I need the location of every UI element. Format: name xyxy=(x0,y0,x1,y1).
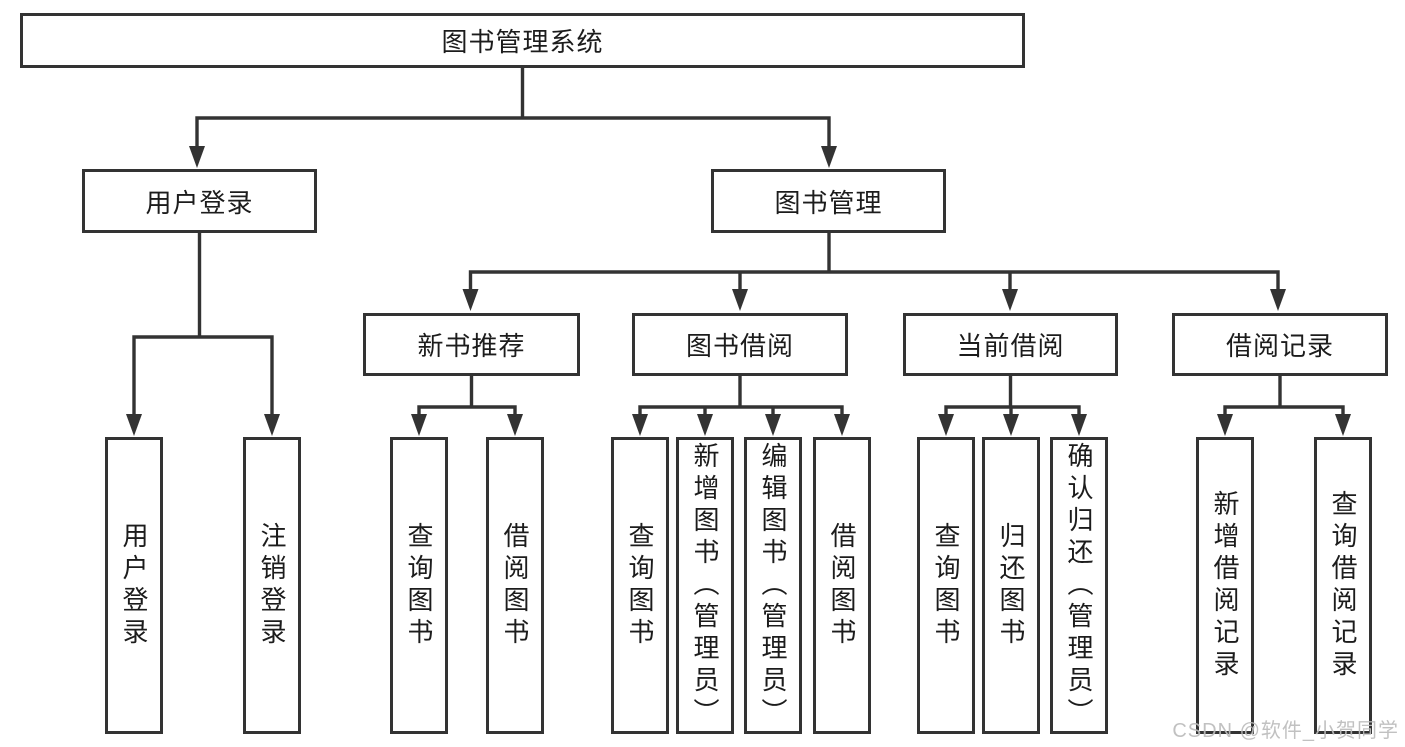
leaf-label: 新增借阅记录 xyxy=(1210,489,1240,682)
node-library-system: 图书管理系统 xyxy=(20,13,1025,68)
leaf-label: 归还图书 xyxy=(996,521,1026,650)
node-borrow-records: 借阅记录 xyxy=(1172,313,1388,376)
node-current-borrow: 当前借阅 xyxy=(903,313,1118,376)
leaf-label: 确认归还（管理员） xyxy=(1064,441,1094,730)
edge-borrow-span xyxy=(638,405,844,419)
leaf-query-borrow-record: 查询借阅记录 xyxy=(1314,437,1372,734)
leaf-add-book-admin: 新增图书（管理员） xyxy=(676,437,734,734)
arrowhead xyxy=(507,414,523,436)
leaf-label: 编辑图书（管理员） xyxy=(758,441,788,730)
node-book-borrow: 图书借阅 xyxy=(632,313,848,376)
leaf-label: 查询借阅记录 xyxy=(1328,489,1358,682)
node-new-book-recommend: 新书推荐 xyxy=(363,313,580,376)
leaf-label: 新增图书（管理员） xyxy=(690,441,720,730)
leaf-borrow-books: 借阅图书 xyxy=(813,437,871,734)
leaf-query-books: 查询图书 xyxy=(390,437,448,734)
edge-records-span xyxy=(1223,405,1345,419)
leaf-confirm-return-admin: 确认归还（管理员） xyxy=(1050,437,1108,734)
arrowhead xyxy=(1335,414,1351,436)
arrowhead xyxy=(821,146,837,168)
leaf-edit-book-admin: 编辑图书（管理员） xyxy=(744,437,802,734)
arrowhead xyxy=(765,414,781,436)
arrowhead xyxy=(1270,289,1286,311)
node-label: 当前借阅 xyxy=(956,331,1065,361)
leaf-return-books: 归还图书 xyxy=(982,437,1040,734)
leaf-add-borrow-record: 新增借阅记录 xyxy=(1196,437,1254,734)
node-label: 图书管理 xyxy=(774,187,883,218)
node-label: 用户登录 xyxy=(145,187,254,218)
arrowhead xyxy=(264,414,280,436)
leaf-label: 借阅图书 xyxy=(500,521,530,650)
leaf-label: 查询图书 xyxy=(404,521,434,650)
arrowhead xyxy=(732,289,748,311)
arrowhead xyxy=(1002,289,1018,311)
node-label: 借阅记录 xyxy=(1225,331,1334,361)
edge-level3-span xyxy=(468,270,1280,295)
node-label: 图书管理系统 xyxy=(441,27,604,57)
csdn-watermark: CSDN @软件_小贺同学 xyxy=(1172,720,1399,742)
edge-login-span xyxy=(132,335,274,418)
arrowhead xyxy=(1071,414,1087,436)
arrowhead xyxy=(411,414,427,436)
node-label: 新书推荐 xyxy=(417,331,526,361)
arrowhead xyxy=(697,414,713,436)
arrowhead xyxy=(189,146,205,168)
leaf-query-books: 查询图书 xyxy=(917,437,975,734)
node-user-login: 用户登录 xyxy=(82,169,317,233)
arrowhead xyxy=(126,414,142,436)
arrowhead xyxy=(1217,414,1233,436)
leaf-borrow-books: 借阅图书 xyxy=(486,437,544,734)
leaf-label: 查询图书 xyxy=(931,521,961,650)
edge-level2-span xyxy=(195,116,831,150)
edge-newbook-span xyxy=(417,405,517,419)
arrowhead xyxy=(462,289,479,311)
leaf-label: 借阅图书 xyxy=(827,521,857,650)
node-label: 图书借阅 xyxy=(685,331,794,361)
leaf-query-books: 查询图书 xyxy=(611,437,669,734)
leaf-user-login: 用户登录 xyxy=(105,437,163,734)
arrowhead xyxy=(632,414,648,436)
leaf-label: 注销登录 xyxy=(257,521,287,650)
leaf-logout: 注销登录 xyxy=(243,437,301,734)
node-book-management: 图书管理 xyxy=(711,169,946,233)
arrowhead xyxy=(1003,414,1019,436)
arrowhead xyxy=(834,414,850,436)
leaf-label: 用户登录 xyxy=(119,521,149,650)
arrowhead xyxy=(938,414,954,436)
leaf-label: 查询图书 xyxy=(625,521,655,650)
